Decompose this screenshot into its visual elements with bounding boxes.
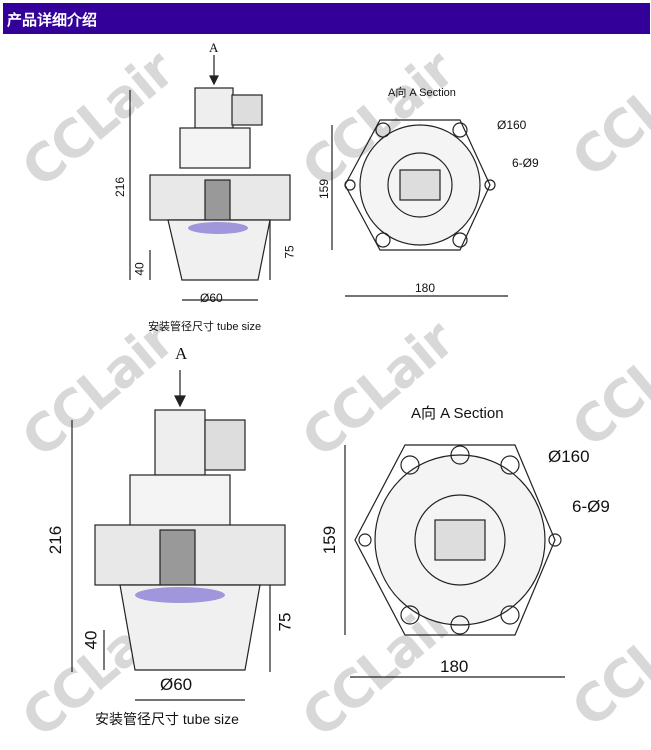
caption: 安装管径尺寸 tube size: [95, 711, 239, 727]
valve-side-view-large: [71, 370, 286, 701]
dim-width: 180: [440, 657, 469, 676]
dim-40: 40: [81, 630, 101, 650]
dim-75: 75: [282, 245, 297, 259]
section-header: 产品详细介绍: [3, 3, 650, 34]
dim-pcd: Ø160: [497, 118, 527, 132]
valve-side-view-small: [129, 55, 291, 301]
arrow-label: A: [209, 40, 219, 55]
valve-section-view-small: [331, 119, 508, 297]
section-label: A向 A Section: [388, 87, 456, 99]
caption: 安装管径尺寸 tube size: [148, 321, 262, 333]
dim-bore: Ø60: [160, 675, 193, 694]
dim-height: 216: [113, 176, 128, 198]
section-label: A向 A Section: [411, 405, 504, 422]
valve-section-view-large: [344, 444, 565, 678]
dim-width: 180: [415, 281, 436, 295]
dim-75: 75: [275, 612, 295, 632]
section-title: 产品详细介绍: [7, 11, 98, 29]
dim-159: 159: [317, 178, 332, 200]
dim-holes: 6-Ø9: [572, 497, 610, 516]
dim-bore: Ø60: [200, 291, 223, 305]
dim-holes: 6-Ø9: [512, 156, 539, 170]
dim-40: 40: [132, 262, 147, 276]
dim-height: 216: [46, 525, 66, 555]
valve-drawings: [71, 55, 565, 701]
dim-pcd: Ø160: [548, 447, 590, 466]
arrow-label: A: [175, 344, 188, 363]
dim-159: 159: [320, 525, 340, 555]
